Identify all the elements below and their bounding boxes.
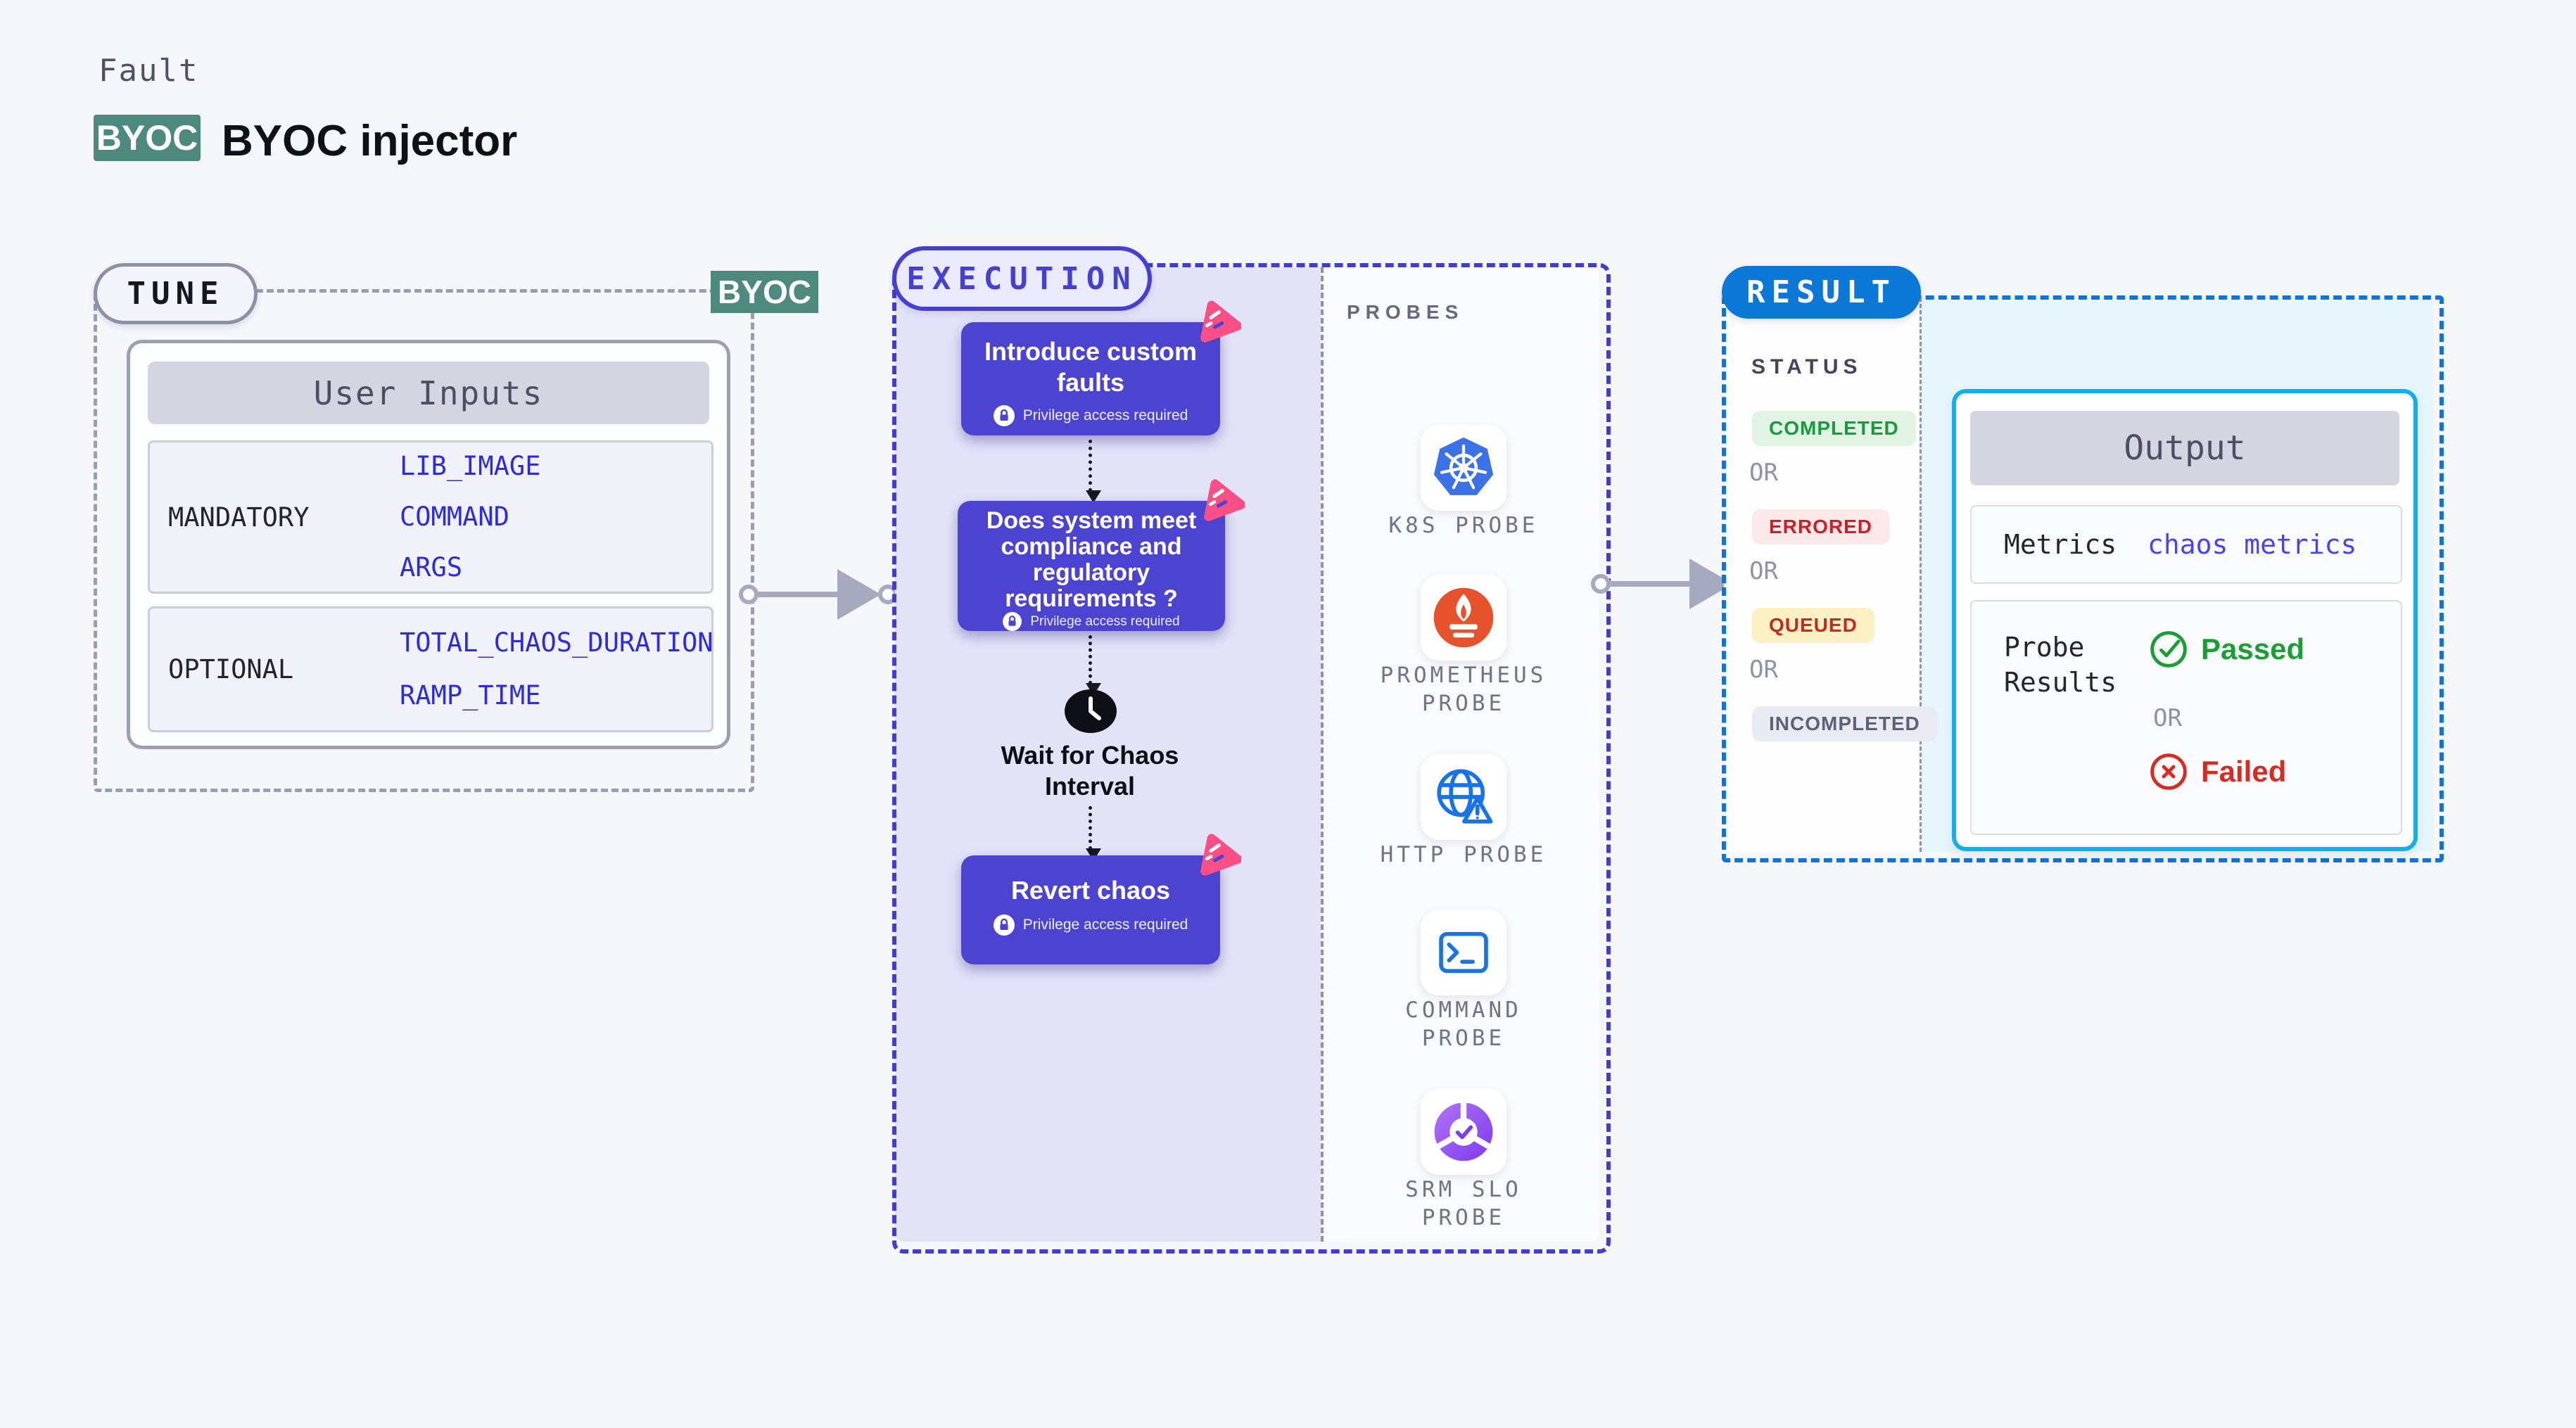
http-globe-warning-icon: [1437, 769, 1493, 824]
output-card: Output Metrics chaos metrics Probe Resul…: [1952, 389, 2418, 851]
chaos-pink-badge-icon: [1204, 479, 1245, 521]
result-divider: [1920, 298, 1922, 852]
or-separator: OR: [2153, 704, 2182, 732]
privilege-row: Privilege access required: [961, 914, 1220, 936]
privilege-note: Privilege access required: [1022, 407, 1188, 423]
privilege-note: Privilege access required: [1030, 613, 1180, 629]
env-var: TOTAL_CHAOS_DURATION: [400, 627, 713, 658]
probe-tile: [1421, 754, 1506, 840]
env-var: ARGS: [400, 552, 463, 582]
page-title: BYOC injector: [222, 117, 518, 165]
failed-result: Failed: [2149, 752, 2286, 791]
kubernetes-icon: [1433, 437, 1494, 495]
mandatory-values: LIB_IMAGE COMMAND ARGS: [400, 442, 540, 592]
step-introduce-faults-card: Introduce custom faults Privilege access…: [961, 300, 1241, 435]
result-dashed-frame: [1722, 295, 2444, 862]
metrics-row: Metrics chaos metrics: [1970, 505, 2402, 584]
failed-label: Failed: [2201, 755, 2287, 788]
probe-label: K8S PROBE: [1388, 513, 1539, 538]
x-circle-icon: [2150, 753, 2187, 790]
metrics-label: Metrics: [2004, 529, 2117, 560]
privilege-note: Privilege access required: [1022, 917, 1188, 933]
probe-tile: [1421, 425, 1506, 511]
step-title: Does system meet compliance and regulato…: [986, 507, 1197, 612]
wait-interval-label: Wait for Chaos Interval: [1001, 741, 1179, 801]
slo-pie-check-icon: [1434, 1101, 1493, 1161]
optional-label: OPTIONAL: [168, 654, 294, 684]
result-pill: RESULT: [1722, 266, 1921, 319]
execution-probes-divider: [1321, 267, 1324, 1242]
fault-eyebrow: Fault: [99, 53, 199, 89]
lock-icon: [993, 914, 1015, 936]
privilege-row: Privilege access required: [961, 405, 1220, 426]
chaos-pink-badge-icon: [1200, 834, 1241, 876]
status-badge: ERRORED: [1752, 509, 1890, 544]
step-compliance-card: Does system meet compliance and regulato…: [958, 479, 1245, 631]
passed-label: Passed: [2201, 632, 2305, 665]
execution-dashed-frame: [892, 263, 1611, 1254]
tune-pill: TUNE: [94, 263, 258, 324]
flow-arrow-down: [1086, 806, 1101, 861]
or-separator: OR: [1749, 656, 1778, 684]
lock-icon: [993, 405, 1015, 426]
probe-tile: [1421, 910, 1506, 995]
probes-heading: PROBES: [1347, 301, 1464, 323]
probe-label: COMMAND PROBE: [1405, 997, 1522, 1051]
step-title: Introduce custom faults: [984, 337, 1198, 397]
tune-dashed-frame: [94, 289, 754, 792]
probe-label: PROMETHEUS PROBE: [1380, 663, 1547, 716]
env-var: RAMP_TIME: [400, 680, 541, 710]
status-badge: INCOMPLETED: [1752, 706, 1937, 741]
probe-results-label: Probe Results: [2004, 632, 2117, 698]
flow-arrow-down: [1086, 440, 1101, 503]
env-var: COMMAND: [400, 502, 509, 532]
byoc-title-badge: BYOC: [94, 115, 201, 161]
user-inputs-card: User Inputs MANDATORY LIB_IMAGE COMMAND …: [127, 340, 730, 749]
byoc-corner-tag: BYOC: [711, 271, 818, 313]
probe-label: HTTP PROBE: [1380, 842, 1547, 867]
flow-arrow-down: [1086, 635, 1101, 696]
arrow-shaft: [754, 592, 846, 597]
status-heading: STATUS: [1751, 355, 1863, 378]
probe-tile: [1421, 1089, 1506, 1175]
probe-label: SRM SLO PROBE: [1405, 1177, 1522, 1230]
terminal-icon: [1439, 931, 1488, 974]
chaos-pink-badge-icon: [1200, 300, 1241, 343]
arrow-shaft: [1606, 581, 1698, 587]
step-title: Revert chaos: [1010, 876, 1171, 905]
step-revert-chaos-card: Revert chaos Privilege access required: [961, 834, 1241, 964]
metrics-value: chaos metrics: [2147, 529, 2357, 560]
lock-icon: [1003, 612, 1022, 631]
privilege-row: Privilege access required: [958, 612, 1225, 631]
or-separator: OR: [1749, 459, 1778, 487]
optional-row: OPTIONAL TOTAL_CHAOS_DURATION RAMP_TIME: [148, 606, 713, 732]
or-separator: OR: [1749, 557, 1778, 585]
mandatory-row: MANDATORY LIB_IMAGE COMMAND ARGS: [148, 440, 713, 594]
user-inputs-header: User Inputs: [148, 362, 709, 424]
output-header: Output: [1970, 411, 2399, 485]
probe-tile: [1421, 575, 1506, 661]
clock-icon: [1065, 689, 1117, 733]
passed-result: Passed: [2149, 630, 2304, 669]
optional-values: TOTAL_CHAOS_DURATION RAMP_TIME: [400, 608, 713, 730]
mandatory-label: MANDATORY: [168, 502, 310, 533]
status-badge: QUEUED: [1752, 608, 1874, 643]
status-column: [1724, 298, 1920, 852]
prometheus-icon: [1433, 587, 1494, 648]
check-circle-icon: [2150, 631, 2187, 668]
arrow-head-icon: [837, 569, 881, 620]
status-badge: COMPLETED: [1752, 411, 1916, 446]
tune-to-execution-arrow: [739, 566, 898, 623]
probe-results-row: Probe Results Passed OR Failed: [1970, 600, 2402, 835]
execution-pill: EXECUTION: [892, 246, 1152, 311]
env-var: LIB_IMAGE: [400, 451, 541, 481]
